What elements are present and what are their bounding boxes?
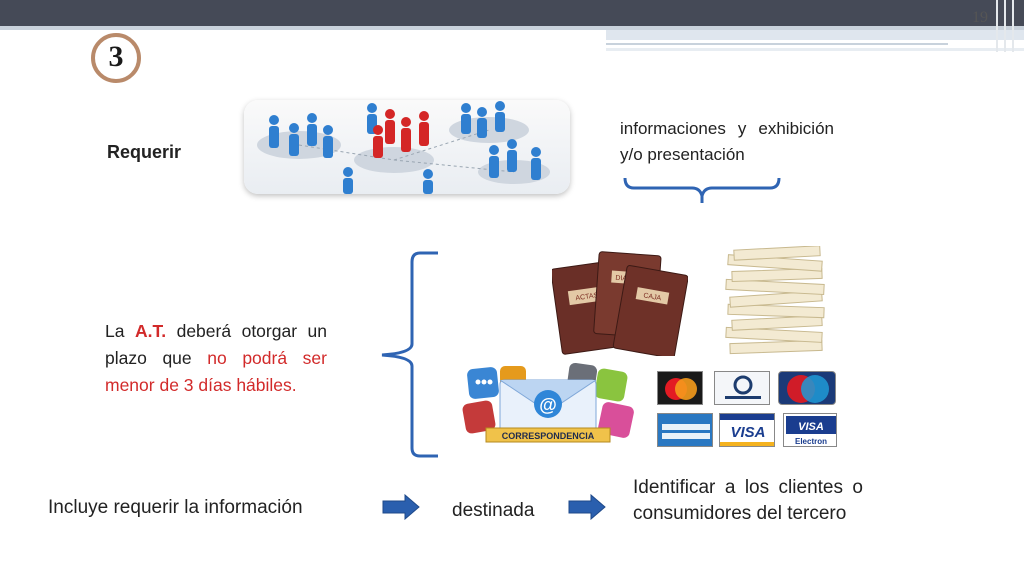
- header-divider: [1004, 0, 1006, 52]
- header-stripe: [606, 48, 1024, 51]
- header-divider: [996, 0, 998, 52]
- horizontal-brace: [623, 177, 781, 203]
- visa-logo: VISA: [719, 413, 775, 447]
- svg-text:@: @: [539, 395, 557, 415]
- svg-text:VISA: VISA: [730, 424, 765, 441]
- deadline-paragraph: La A.T. deberá otorgar un plazo que no p…: [105, 318, 327, 399]
- folder-label-actas: ACTAS: [575, 292, 599, 302]
- mastercard-logo: [657, 371, 703, 405]
- paragraph-text-1: La: [105, 321, 135, 341]
- correspondence-label: CORRESPONDENCIA: [502, 431, 595, 441]
- includes-text: Incluye requerir la información: [48, 497, 303, 518]
- destined-text: destinada: [452, 500, 535, 521]
- svg-text:Electron: Electron: [795, 437, 827, 446]
- left-brace: [381, 251, 438, 458]
- page-number: 19: [972, 9, 988, 26]
- step-number-badge: 3: [91, 33, 141, 83]
- header-stripe: [606, 30, 1024, 40]
- right-arrow-icon: [568, 494, 606, 520]
- people-network-image: [244, 100, 570, 194]
- visa-electron-logo: VISA Electron: [783, 413, 837, 447]
- info-text: informaciones y exhibición y/o presentac…: [620, 119, 834, 164]
- header-stripe: [606, 43, 948, 45]
- at-abbreviation: A.T.: [134, 321, 167, 341]
- svg-text:VISA: VISA: [798, 421, 824, 433]
- paper-stack-image: [722, 245, 830, 356]
- deadline-highlight: no podrá ser menor de 3 días hábiles.: [105, 348, 327, 395]
- correspondence-apps-image: @ CORRESPONDENCIA: [460, 362, 642, 448]
- maestro-logo: [778, 371, 836, 405]
- ledger-folders-image: ACTAS DIARIO CAJA: [550, 250, 689, 359]
- top-bar: [0, 0, 1024, 26]
- folder-label-caja: CAJA: [643, 292, 662, 302]
- american-express-logo: [657, 413, 713, 447]
- paragraph-text-2: deberá otorgar un plazo que: [105, 321, 327, 368]
- diners-club-logo: [714, 371, 770, 405]
- requerir-label: Requerir: [107, 142, 182, 162]
- top-rule: [0, 26, 1024, 30]
- right-arrow-icon: [382, 494, 420, 520]
- header-divider: [1012, 0, 1014, 52]
- identify-clients-text: Identificar a los clientes o consumidore…: [633, 477, 863, 524]
